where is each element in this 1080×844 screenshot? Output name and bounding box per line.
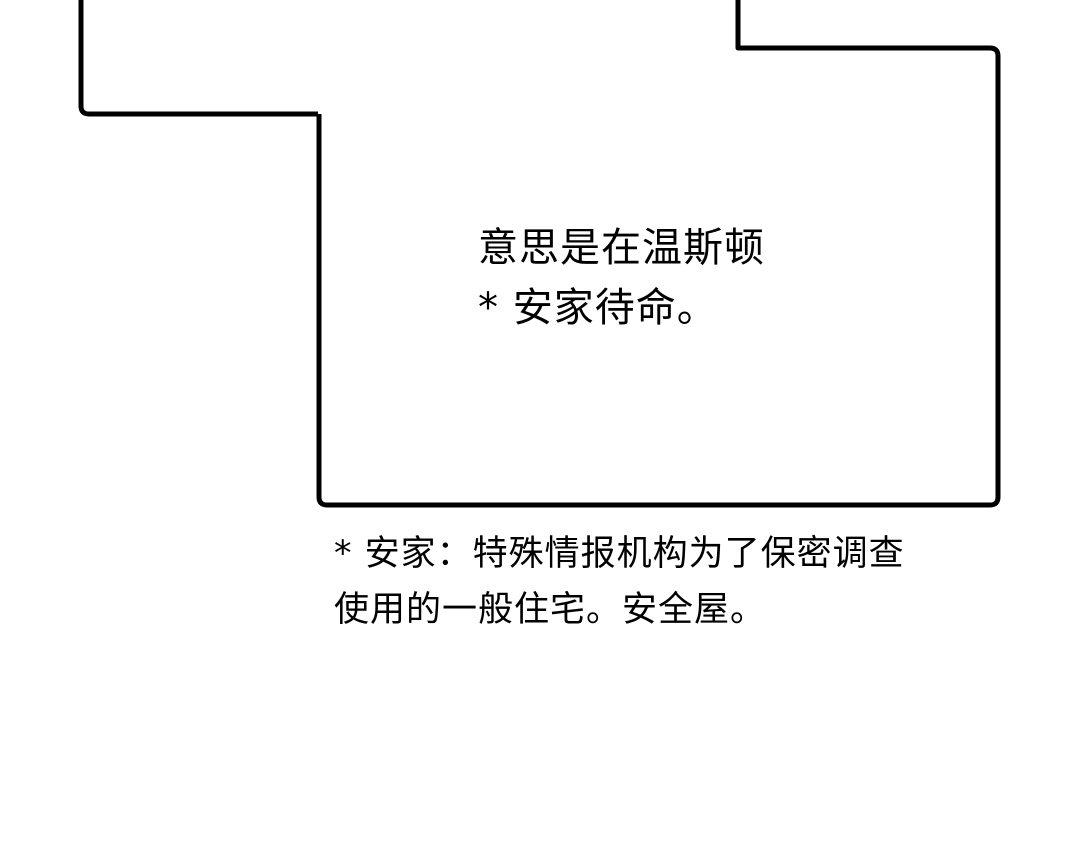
footnote-line-1: * 安家：特殊情报机构为了保密调查	[334, 534, 905, 574]
caption-text: 意思是在温斯顿 * 安家待命。	[478, 218, 765, 338]
upper-panel-border	[78, 0, 318, 117]
text-box-border	[316, 0, 1001, 508]
caption-line-2: * 安家待命。	[478, 285, 718, 331]
caption-line-1: 意思是在温斯顿	[478, 225, 765, 271]
footnote: * 安家：特殊情报机构为了保密调查 使用的一般住宅。安全屋。	[334, 526, 905, 638]
footnote-line-2: 使用的一般住宅。安全屋。	[334, 590, 767, 630]
